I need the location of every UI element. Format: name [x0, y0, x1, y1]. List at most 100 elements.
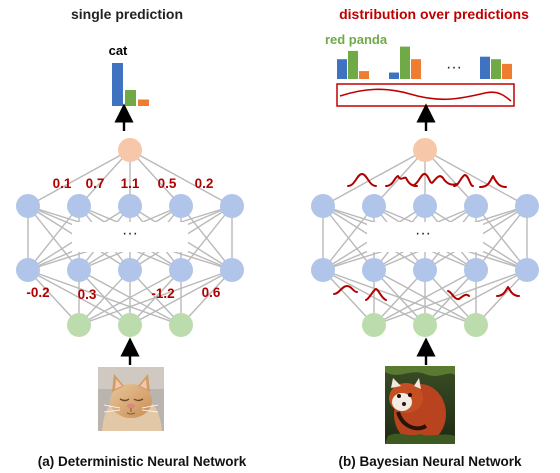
edge — [475, 269, 528, 326]
edge — [78, 149, 131, 207]
edge — [424, 149, 477, 207]
weight-label: 0.2 — [195, 176, 214, 191]
weight-distribution-curve — [347, 173, 377, 187]
output-node — [413, 138, 437, 162]
prediction-bar — [359, 71, 369, 79]
distribution-box — [336, 83, 515, 107]
edge — [129, 149, 182, 207]
weight-distribution-curve — [333, 285, 358, 295]
edge — [424, 149, 528, 207]
prediction-bar — [138, 99, 149, 106]
right-panel-title: distribution over predictions — [339, 6, 529, 22]
right-class-label: red panda — [325, 32, 388, 47]
hidden-node — [413, 258, 437, 282]
weight-distribution-curve — [385, 175, 418, 187]
weight-label: 1.1 — [121, 176, 140, 191]
left-panel-title: single prediction — [71, 6, 183, 22]
weight-label: 0.5 — [158, 176, 177, 191]
left-caption: (a) Deterministic Neural Network — [38, 454, 247, 469]
edge — [78, 269, 131, 326]
hidden-node — [413, 194, 437, 218]
weight-label: -1.2 — [151, 286, 174, 301]
hidden-node — [220, 258, 244, 282]
edge — [373, 269, 426, 326]
cat-photo — [98, 367, 164, 431]
edge — [27, 205, 80, 271]
hidden-node — [311, 194, 335, 218]
weight-label: -0.2 — [26, 285, 49, 300]
edge — [27, 269, 80, 326]
hidden-node — [118, 258, 142, 282]
prediction-bar — [411, 59, 421, 79]
right-bars-ellipsis: ··· — [446, 59, 462, 76]
deterministic-panel: single prediction cat — [16, 6, 247, 469]
edge — [129, 149, 233, 207]
hidden-node — [67, 194, 91, 218]
hidden-node — [515, 194, 539, 218]
hidden-node — [220, 194, 244, 218]
hidden-node — [16, 194, 40, 218]
weight-label: 0.1 — [53, 176, 72, 191]
prediction-bar — [348, 50, 358, 79]
hidden-node — [169, 194, 193, 218]
left-class-label: cat — [109, 43, 128, 58]
right-network — [311, 138, 539, 337]
hidden-node — [464, 194, 488, 218]
edge — [78, 269, 233, 326]
left-ellipsis-band — [72, 222, 188, 252]
input-node — [362, 313, 386, 337]
right-prediction-bars — [337, 46, 512, 79]
hidden-node — [169, 258, 193, 282]
weight-distribution-curve — [453, 174, 474, 187]
hidden-node — [464, 258, 488, 282]
input-node — [118, 313, 142, 337]
prediction-bar — [337, 59, 347, 79]
hidden-node — [311, 258, 335, 282]
edge — [180, 269, 233, 326]
prediction-bar — [502, 63, 512, 79]
weight-distribution-curve — [365, 288, 387, 301]
hidden-node — [67, 258, 91, 282]
edge — [424, 269, 528, 326]
prediction-bar — [491, 59, 501, 79]
hidden-node — [16, 258, 40, 282]
red-panda-photo — [385, 366, 455, 444]
edge — [475, 205, 528, 271]
bayesian-panel: distribution over predictions red panda … — [311, 6, 539, 469]
right-ellipsis-band — [367, 222, 483, 252]
weight-distribution-curve — [479, 175, 507, 188]
weight-label: 0.3 — [78, 287, 97, 302]
output-node — [118, 138, 142, 162]
prediction-bar — [400, 46, 410, 79]
left-layer-ellipsis: ··· — [122, 225, 138, 242]
edge — [180, 205, 233, 271]
weight-distribution-curve — [496, 286, 520, 297]
right-caption: (b) Bayesian Neural Network — [338, 454, 522, 469]
hidden-node — [118, 194, 142, 218]
prediction-bar — [112, 63, 123, 106]
input-node — [67, 313, 91, 337]
prediction-bar — [389, 72, 399, 79]
prediction-bar — [125, 90, 136, 106]
edge — [129, 269, 233, 326]
hidden-node — [362, 194, 386, 218]
hidden-node — [515, 258, 539, 282]
left-network — [16, 138, 244, 337]
weight-label: 0.7 — [86, 176, 105, 191]
left-prediction-bars — [112, 63, 149, 106]
input-node — [413, 313, 437, 337]
right-layer-ellipsis: ··· — [415, 225, 431, 242]
distribution-curve — [339, 88, 512, 102]
edge — [373, 269, 477, 326]
edge — [322, 269, 375, 326]
edge — [27, 149, 131, 207]
edge — [78, 269, 182, 326]
hidden-node — [362, 258, 386, 282]
prediction-bar — [480, 56, 490, 79]
edge — [322, 149, 426, 207]
weight-distribution-curve — [447, 290, 470, 301]
edge — [322, 205, 375, 271]
input-node — [169, 313, 193, 337]
edge — [373, 269, 528, 326]
